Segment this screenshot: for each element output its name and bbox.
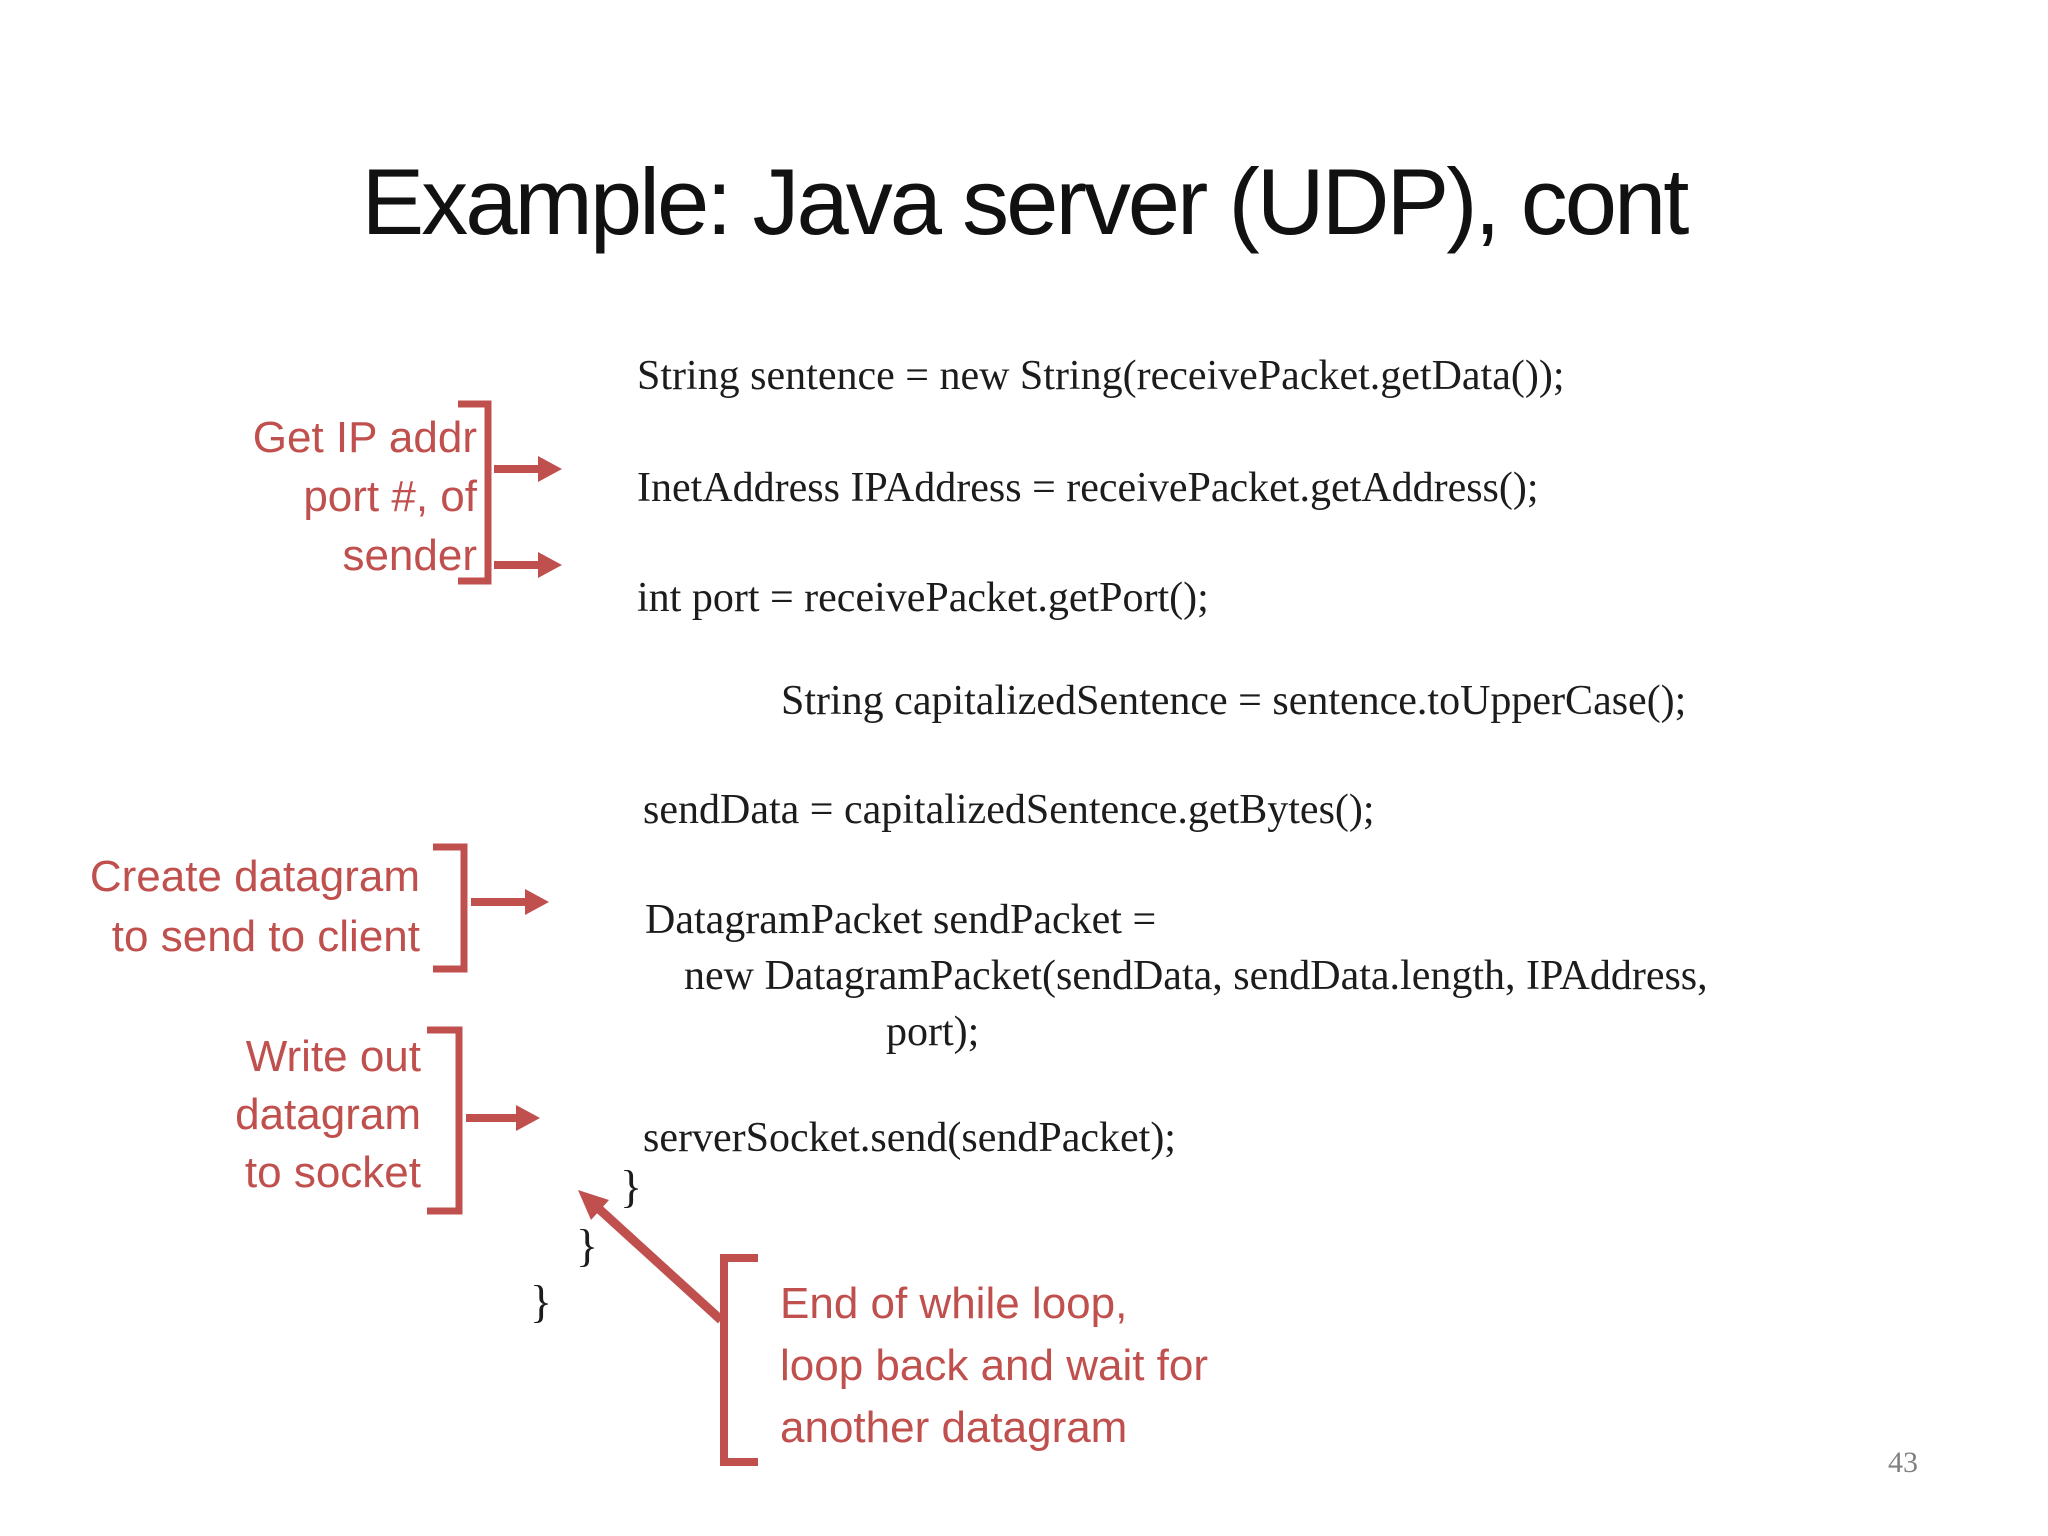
annotation-write-out-datagram: Write out datagram to socket <box>235 1028 421 1202</box>
annotation-line: loop back and wait for <box>780 1341 1209 1390</box>
annotation-line: Get IP addr <box>252 413 477 462</box>
code-line: String capitalizedSentence = sentence.to… <box>781 678 1687 724</box>
annotation-line: another datagram <box>780 1403 1128 1452</box>
code-line: InetAddress IPAddress = receivePacket.ge… <box>637 465 1539 511</box>
page-number: 43 <box>1888 1446 1918 1479</box>
code-line: port); <box>886 1009 980 1055</box>
arrow-right-icon <box>466 1105 540 1131</box>
code-line: String sentence = new String(receivePack… <box>637 353 1565 399</box>
bracket-right-icon <box>433 843 468 973</box>
closing-brace: } <box>576 1220 599 1271</box>
arrow-up-left-icon <box>578 1190 725 1324</box>
closing-brace: } <box>620 1161 643 1212</box>
code-line: serverSocket.send(sendPacket); <box>643 1115 1176 1161</box>
annotation-get-ip-port-of-sender: Get IP addr port #, of sender <box>253 408 477 585</box>
code-line: int port = receivePacket.getPort(); <box>637 575 1209 621</box>
slide-title: Example: Java server (UDP), cont <box>361 149 1690 254</box>
annotation-line: port #, of <box>303 472 477 521</box>
annotation-line: datagram <box>235 1090 421 1139</box>
annotation-line: sender <box>342 531 477 580</box>
arrow-right-icon <box>494 552 562 578</box>
annotation-line: End of while loop, <box>780 1279 1128 1328</box>
arrow-right-icon <box>471 889 549 915</box>
code-line: new DatagramPacket(sendData, sendData.le… <box>684 953 1708 999</box>
code-line: DatagramPacket sendPacket = <box>645 897 1157 943</box>
annotation-line: to socket <box>244 1148 421 1197</box>
annotation-line: Write out <box>245 1032 421 1081</box>
closing-brace: } <box>530 1276 553 1327</box>
annotation-create-datagram: Create datagram to send to client <box>90 847 420 967</box>
bracket-right-icon <box>427 1026 463 1215</box>
bracket-left-icon <box>720 1254 758 1466</box>
annotation-end-of-while-loop: End of while loop, loop back and wait fo… <box>780 1273 1208 1459</box>
code-line: sendData = capitalizedSentence.getBytes(… <box>643 787 1375 833</box>
annotation-line: Create datagram <box>89 852 420 901</box>
arrow-right-icon <box>494 456 562 482</box>
annotation-line: to send to client <box>111 912 420 961</box>
